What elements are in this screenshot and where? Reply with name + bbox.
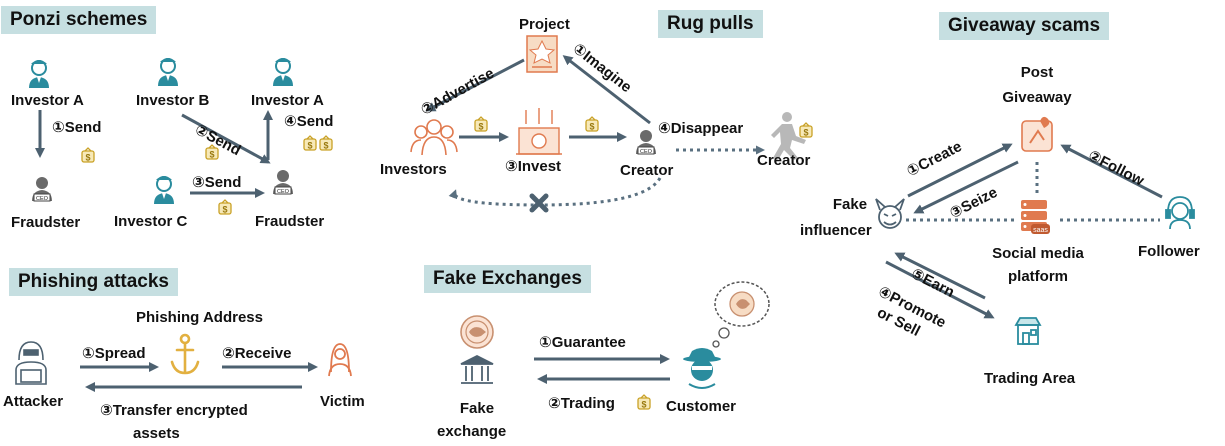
giveaway-follower-label: Follower bbox=[1138, 243, 1200, 260]
ponzi-investor-a2-label: Investor A bbox=[251, 92, 324, 109]
bank-building-icon bbox=[460, 354, 494, 384]
exchange-customer-label: Customer bbox=[666, 398, 737, 415]
money-icon bbox=[319, 135, 333, 152]
money-icon bbox=[637, 394, 651, 411]
section-header-rug: Rug pulls bbox=[658, 10, 763, 38]
ponzi-investor-a1-label: Investor A bbox=[11, 92, 84, 109]
devil-influencer-icon bbox=[875, 198, 905, 229]
ponzi-investor-c-label: Investor C bbox=[114, 213, 188, 230]
victim-person-icon bbox=[328, 343, 352, 377]
money-icon bbox=[799, 122, 813, 139]
promote-arrow bbox=[885, 260, 995, 319]
follow-arrow bbox=[1060, 144, 1163, 199]
giveaway-section: saas bbox=[875, 116, 1195, 345]
running-creator-icon bbox=[771, 112, 806, 160]
broken-loop-arrow bbox=[448, 177, 662, 207]
thought-bubble-icon bbox=[712, 281, 770, 348]
phishing-attacker-label: Attacker bbox=[3, 393, 64, 410]
trading-area-store-icon bbox=[1014, 317, 1042, 345]
exchange-guarantee-label: ①Guarantee bbox=[539, 334, 626, 351]
money-icon bbox=[585, 116, 599, 133]
phishing-assets-label: assets bbox=[133, 425, 180, 442]
investor-b-icon bbox=[157, 57, 179, 87]
rug-invest-label: ③Invest bbox=[505, 158, 562, 175]
rug-disappear-label: ④Disappear bbox=[658, 120, 744, 137]
creator-icon bbox=[635, 129, 657, 156]
customer-spy-icon bbox=[683, 348, 721, 389]
imagine-arrow bbox=[562, 55, 651, 125]
investor-a1-icon bbox=[28, 59, 50, 89]
giveaway-giveaway-label: Giveaway bbox=[1002, 89, 1072, 106]
attacker-hacker-icon bbox=[15, 341, 47, 385]
investor-c-icon bbox=[153, 175, 175, 205]
exchange-trading-label: ②Trading bbox=[548, 395, 615, 412]
invest-machine-icon bbox=[516, 108, 562, 155]
money-icon bbox=[81, 147, 95, 164]
ponzi-send3-label: ③Send bbox=[192, 174, 242, 191]
earn-arrow bbox=[894, 252, 986, 300]
exchange-exchange-label: exchange bbox=[437, 423, 507, 440]
phishing-address-label: Phishing Address bbox=[136, 309, 263, 326]
section-header-exchange: Fake Exchanges bbox=[424, 265, 591, 293]
project-icon bbox=[526, 35, 558, 73]
rug-project-label: Project bbox=[519, 16, 570, 33]
ponzi-send1-label: ①Send bbox=[52, 119, 102, 136]
money-icon bbox=[218, 199, 232, 216]
money-icon bbox=[303, 135, 317, 152]
phishing-receive-label: ②Receive bbox=[222, 345, 292, 362]
social-media-server-icon: saas bbox=[1021, 200, 1050, 234]
coin-icon bbox=[460, 315, 494, 349]
ponzi-send4-label: ④Send bbox=[284, 113, 334, 130]
ponzi-section bbox=[28, 57, 333, 216]
create-arrow bbox=[907, 143, 1013, 198]
investors-icon bbox=[410, 119, 458, 156]
giveaway-post-label: Post bbox=[1020, 64, 1054, 81]
ponzi-fraudster2-label: Fraudster bbox=[255, 213, 325, 230]
rug-investors-label: Investors bbox=[380, 161, 447, 178]
exchange-fake-label: Fake bbox=[459, 400, 495, 417]
giveaway-trading-area-label: Trading Area bbox=[984, 370, 1076, 387]
ponzi-fraudster1-label: Fraudster bbox=[11, 214, 81, 231]
giveaway-social-label-1: Social media bbox=[992, 245, 1084, 262]
giveaway-influencer-label: influencer bbox=[800, 222, 872, 239]
section-header-giveaway: Giveaway scams bbox=[939, 12, 1110, 40]
investor-a2-icon bbox=[272, 57, 294, 87]
phishing-spread-label: ①Spread bbox=[82, 345, 146, 362]
rug-section bbox=[410, 35, 813, 213]
giveaway-post-icon bbox=[1021, 116, 1053, 152]
follower-headset-icon bbox=[1165, 196, 1195, 230]
ponzi-investor-b-label: Investor B bbox=[136, 92, 210, 109]
ponzi-send2-arrow bbox=[181, 113, 271, 164]
phishing-section bbox=[15, 333, 352, 392]
seize-arrow bbox=[913, 160, 1019, 214]
phishing-victim-label: Victim bbox=[320, 393, 365, 410]
rug-creator-label: Creator bbox=[620, 162, 674, 179]
advertise-arrow bbox=[425, 58, 525, 112]
section-header-ponzi: Ponzi schemes bbox=[1, 6, 157, 34]
cross-icon bbox=[529, 193, 549, 213]
phishing-transfer-label: ③Transfer encrypted bbox=[100, 402, 248, 419]
section-header-phishing: Phishing attacks bbox=[9, 268, 178, 296]
giveaway-fake-label: Fake bbox=[832, 196, 868, 213]
giveaway-social-label-2: platform bbox=[1008, 268, 1068, 285]
fraudster2-icon bbox=[272, 169, 294, 196]
anchor-icon bbox=[170, 333, 200, 375]
money-icon bbox=[474, 116, 488, 133]
exchange-section bbox=[460, 281, 770, 411]
rug-creator2-label: Creator bbox=[757, 152, 811, 169]
fraudster1-icon bbox=[31, 176, 53, 203]
svg-text:saas: saas bbox=[1033, 227, 1048, 234]
